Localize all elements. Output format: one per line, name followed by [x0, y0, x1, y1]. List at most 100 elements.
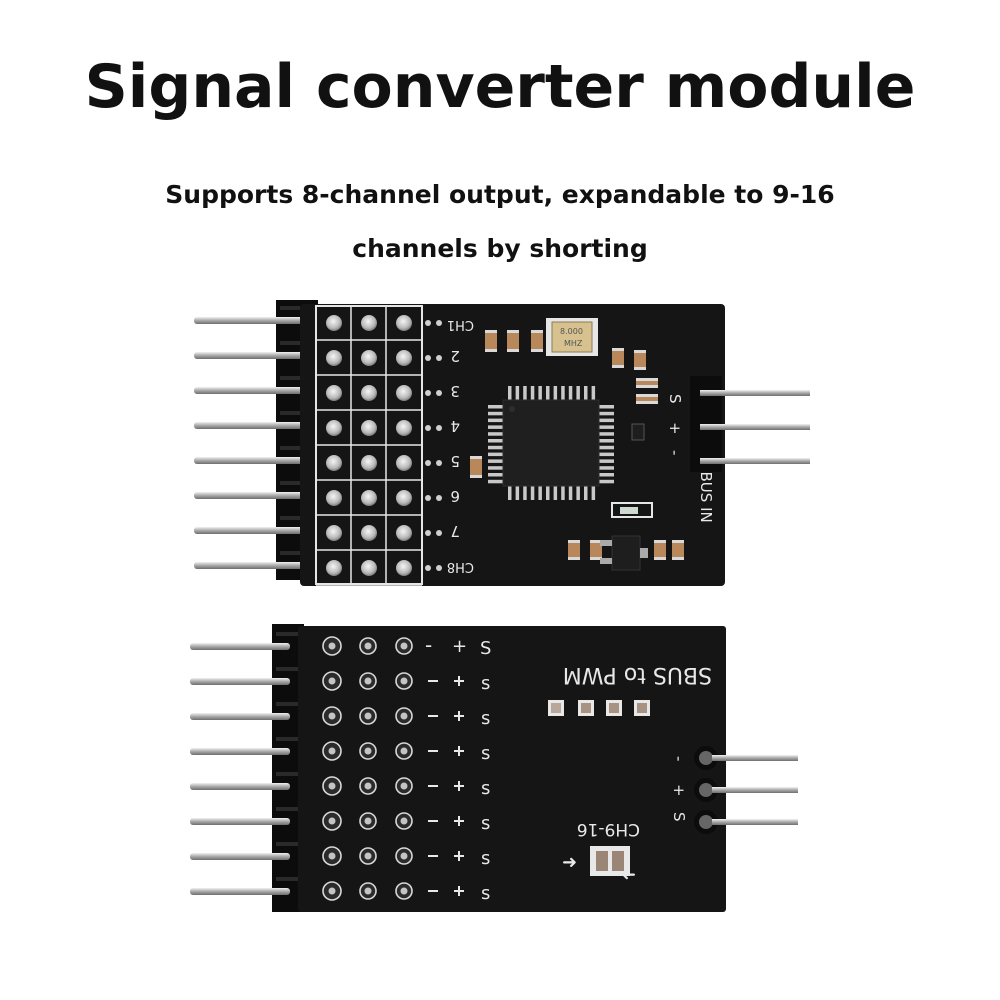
smd-terminal [507, 349, 519, 352]
channel-label-1: CH1 [447, 317, 474, 332]
bottom-right-pin-header [694, 746, 798, 834]
through-hole-pad [326, 385, 342, 401]
pin [190, 818, 290, 825]
ic-pin [523, 486, 527, 500]
top-right-pin-header [690, 376, 810, 472]
ic-pin [591, 386, 596, 400]
ch9-16-jumper [590, 846, 630, 876]
ic-pin [546, 486, 550, 500]
pin-divider [276, 667, 302, 671]
top-pad-grid [316, 306, 422, 586]
channel-label-3: 3 [450, 382, 460, 400]
through-hole-pad [396, 385, 412, 401]
pin-divider [280, 411, 314, 415]
s-mark: s [481, 848, 490, 869]
smd-part [631, 423, 645, 441]
hole [328, 852, 336, 860]
via [436, 460, 442, 466]
via [425, 390, 431, 396]
smd-terminal [634, 367, 646, 370]
through-hole-pad [396, 420, 412, 436]
pin-divider [280, 516, 314, 520]
through-hole-pad [326, 315, 342, 331]
through-hole-pad [361, 420, 377, 436]
top-board: CH1 2 3 4 5 6 7 CH8 8.000 MHZ [194, 300, 810, 586]
hole [400, 677, 408, 685]
via [436, 390, 442, 396]
smd-part [636, 378, 658, 388]
hole [364, 887, 372, 895]
hole [328, 747, 336, 755]
ic-pin [576, 386, 580, 400]
smd-terminal [590, 557, 602, 560]
pin-divider [276, 807, 302, 811]
ic-pin [488, 479, 503, 484]
top-channel-labels: CH1 2 3 4 5 6 7 CH8 [447, 317, 474, 574]
smd-terminal [590, 540, 602, 543]
ic-pin [599, 473, 614, 477]
hole [400, 782, 408, 790]
via [436, 565, 442, 571]
hole [328, 642, 336, 650]
crystal-oscillator: 8.000 MHZ [546, 318, 598, 356]
smd-part [470, 456, 482, 478]
hole [364, 712, 372, 720]
smd-part [568, 540, 580, 560]
smd-part [485, 330, 497, 352]
via [436, 495, 442, 501]
through-hole-pad [326, 350, 342, 366]
ic-pin [488, 459, 503, 463]
smd-part [654, 540, 666, 560]
bottom-pin-label-minus: - [670, 756, 688, 761]
bottom-pcb [298, 626, 726, 912]
s-mark: s [481, 813, 490, 834]
pin-divider [276, 842, 302, 846]
jumper-arrow-left: ➜ [562, 852, 577, 873]
hole [364, 817, 372, 825]
hole [364, 642, 372, 650]
hole [400, 817, 408, 825]
through-hole-pad [396, 350, 412, 366]
smd-terminal [507, 330, 519, 333]
through-hole-pad [396, 525, 412, 541]
via [425, 565, 431, 571]
via [436, 320, 442, 326]
smd-terminal [636, 378, 658, 381]
smd-terminal [531, 330, 543, 333]
ic-pin [599, 418, 614, 423]
ic-pin [599, 459, 614, 463]
hole [328, 677, 336, 685]
through-hole-pad [326, 560, 342, 576]
hole [364, 852, 372, 860]
top-small-pads [425, 320, 442, 571]
s-mark: s [481, 673, 490, 694]
through-hole-pad [326, 455, 342, 471]
bottom-row-label-s: S [480, 638, 491, 659]
smd-terminal [485, 330, 497, 333]
through-hole-pad [361, 315, 377, 331]
pin-divider [276, 737, 302, 741]
pin-divider [276, 702, 302, 706]
ic-pin [523, 386, 527, 400]
ic-pin [584, 486, 588, 500]
pin [190, 853, 290, 860]
pin [190, 783, 290, 790]
smd-terminal [654, 540, 666, 543]
ic-pin [530, 486, 535, 500]
hole [364, 747, 372, 755]
top-pin-label-minus: - [666, 450, 684, 455]
ic-pin [584, 386, 588, 400]
ic-pin [568, 486, 573, 500]
channel-label-4: 4 [450, 417, 460, 435]
ic-pin [488, 439, 503, 443]
test-pads [548, 700, 650, 716]
via [425, 530, 431, 536]
mcu-chip [488, 386, 614, 500]
smd-terminal [470, 475, 482, 478]
via [425, 320, 431, 326]
ic-pin [488, 466, 503, 470]
smd-terminal [672, 557, 684, 560]
pin-divider [280, 551, 314, 555]
hole [364, 677, 372, 685]
